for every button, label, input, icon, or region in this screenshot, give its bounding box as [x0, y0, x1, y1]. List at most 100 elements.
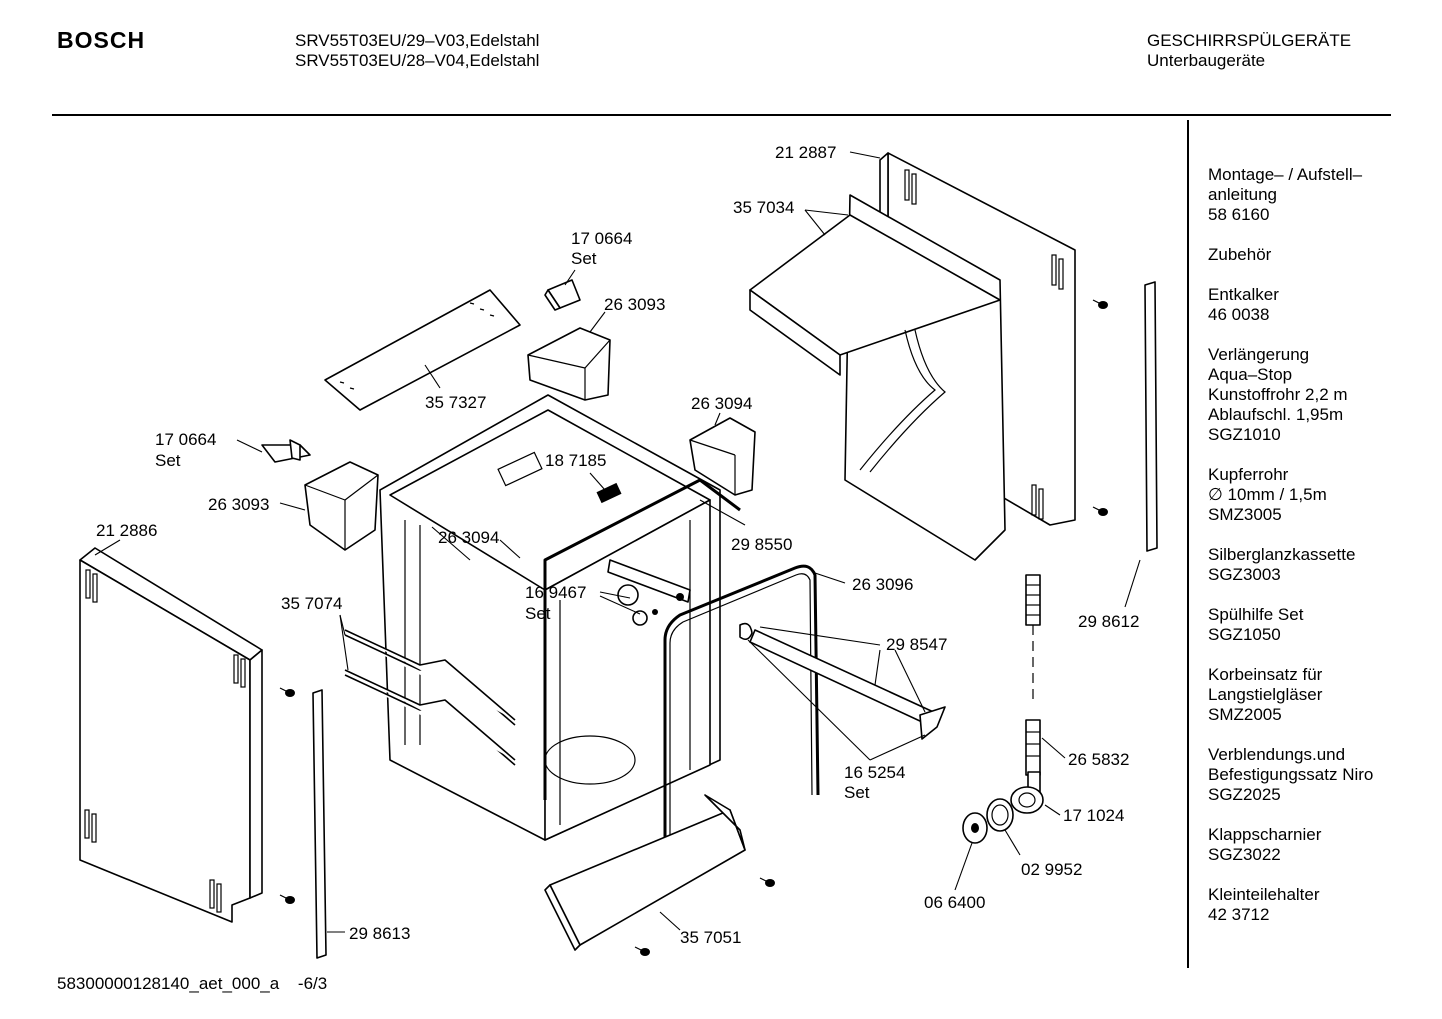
screw-icon [1092, 299, 1108, 309]
leader-lines [94, 151, 1141, 933]
sidebar-line: Korbeinsatz für [1208, 665, 1323, 684]
part-label: 29 8547 [886, 635, 947, 654]
part-label: 21 2886 [96, 521, 157, 540]
brand-logo: BOSCH [57, 27, 146, 53]
mounting-block-top [527, 327, 611, 401]
sidebar-item-silver-cassette: Silberglanzkassette SGZ3003 [1208, 545, 1433, 585]
screw-icon [759, 877, 775, 887]
hose-connector [1010, 771, 1044, 814]
part-label: 26 3094 [438, 528, 499, 547]
sidebar-line: Langstielgläser [1208, 685, 1323, 704]
sidebar-line: Kleinteilehalter [1208, 885, 1320, 904]
mounting-block-left [304, 461, 379, 551]
sidebar-line: 58 6160 [1208, 205, 1270, 224]
sidebar-line: Zubehör [1208, 245, 1272, 264]
sidebar-line: Montage– / Aufstell– [1208, 165, 1363, 184]
sidebar-line: Befestigungssatz Niro [1208, 765, 1374, 784]
sidebar-line: 42 3712 [1208, 905, 1270, 924]
part-label: 21 2887 [775, 143, 836, 162]
door-seal [663, 564, 820, 888]
part-label: 06 6400 [924, 893, 985, 912]
sidebar-item-small-parts-holder: Kleinteilehalter 42 3712 [1208, 885, 1433, 925]
screw-icon [279, 894, 295, 904]
part-label: 26 3096 [852, 575, 913, 594]
sidebar-line: SGZ2025 [1208, 785, 1281, 804]
sidebar-line: SGZ1050 [1208, 625, 1281, 644]
part-label: 35 7327 [425, 393, 486, 412]
model-line: SRV55T03EU/28–V04,Edelstahl [295, 51, 540, 70]
sidebar-item-rinse-aid: Spülhilfe Set SGZ1050 [1208, 605, 1433, 645]
sidebar-item-accessories-heading: Zubehör [1208, 245, 1433, 265]
sidebar-line: Silberglanzkassette [1208, 545, 1356, 564]
sidebar-item-descaler: Entkalker 46 0038 [1208, 285, 1433, 325]
model-list: SRV55T03EU/29–V03,Edelstahl SRV55T03EU/2… [295, 31, 539, 71]
sidebar-line: Verblendungs.und [1208, 745, 1346, 764]
part-label: 26 3093 [208, 495, 269, 514]
sidebar-item-hinge: Klappscharnier SGZ3022 [1208, 825, 1433, 865]
sidebar-line: Ablaufschl. 1,95m [1208, 405, 1344, 424]
part-label: 35 7034 [733, 198, 794, 217]
part-label: 18 7185 [545, 451, 606, 470]
part-label: 17 1024 [1063, 806, 1124, 825]
insulation-cover [749, 194, 1006, 561]
part-label: 35 7051 [680, 928, 741, 947]
sidebar-line: Entkalker [1208, 285, 1279, 304]
sidebar-divider [1187, 120, 1189, 968]
sidebar-item-glass-basket: Korbeinsatz für Langstielgläser SMZ2005 [1208, 665, 1433, 725]
part-label: 17 0664 [571, 229, 632, 248]
sidebar-line: Spülhilfe Set [1208, 605, 1304, 624]
sidebar-line: SMZ2005 [1208, 705, 1282, 724]
sidebar-line: Klappscharnier [1208, 825, 1322, 844]
sidebar-line: Verlängerung [1208, 345, 1310, 364]
part-label: 17 0664 [155, 430, 216, 449]
top-cover-plate [324, 289, 521, 411]
category-line: GESCHIRRSPÜLGERÄTE [1147, 31, 1352, 50]
part-label-sub: Set [155, 451, 181, 470]
part-label: 35 7074 [281, 594, 342, 613]
inlet-hose [1025, 574, 1041, 776]
side-block-right [689, 417, 756, 496]
sidebar-line: Kunstoffrohr 2,2 m [1208, 385, 1348, 404]
model-line: SRV55T03EU/29–V03,Edelstahl [295, 31, 540, 50]
part-label: 02 9952 [1021, 860, 1082, 879]
part-label: 29 8612 [1078, 612, 1139, 631]
guide-rail-lower [344, 669, 516, 766]
category-title: GESCHIRRSPÜLGERÄTE Unterbaugeräte [1147, 31, 1351, 71]
side-trim-left [312, 689, 327, 959]
base-plinth [544, 794, 746, 951]
side-panel-left [79, 547, 263, 923]
sidebar-line: Aqua–Stop [1208, 365, 1293, 384]
exploded-view-diagram: 21 2887 35 7034 17 0664 Set 26 3093 35 7… [79, 143, 1158, 959]
sidebar-item-panel-kit: Verblendungs.und Befestigungssatz Niro S… [1208, 745, 1433, 805]
hinge-bracket-top [544, 279, 581, 311]
part-label: 26 3093 [604, 295, 665, 314]
part-label: 16 9467 [525, 583, 586, 602]
part-label: 26 3094 [691, 394, 752, 413]
sidebar-line: SMZ3005 [1208, 505, 1282, 524]
guide-rail-upper [344, 629, 516, 726]
seal-ring-icon [986, 798, 1014, 832]
sidebar-line: SGZ3022 [1208, 845, 1281, 864]
sidebar-line: Kupferrohr [1208, 465, 1289, 484]
footer: 58300000128140_aet_000_a -6/3 [57, 974, 327, 994]
sidebar-item-copper-pipe: Kupferrohr ∅ 10mm / 1,5m SMZ3005 [1208, 465, 1433, 525]
side-trim-right [1144, 281, 1158, 552]
sidebar-item-manual: Montage– / Aufstell– anleitung 58 6160 [1208, 165, 1433, 225]
sidebar-item-extension: Verlängerung Aqua–Stop Kunstoffrohr 2,2 … [1208, 345, 1433, 445]
sidebar-line: 46 0038 [1208, 305, 1270, 324]
accessories-sidebar: Montage– / Aufstell– anleitung 58 6160 Z… [1208, 165, 1433, 945]
spray-arm-assembly [607, 559, 691, 626]
part-label-sub: Set [525, 604, 551, 623]
part-label: 29 8550 [731, 535, 792, 554]
screw-icon [279, 687, 295, 697]
part-label: 29 8613 [349, 924, 410, 943]
part-label-sub: Set [844, 783, 870, 802]
document-id: 58300000128140_aet_000_a [57, 974, 280, 993]
sieve-ring-icon [962, 812, 988, 844]
part-label: 26 5832 [1068, 750, 1129, 769]
hinge-bracket-left [261, 439, 311, 463]
sidebar-line: SGZ1010 [1208, 425, 1281, 444]
part-labels: 21 2887 35 7034 17 0664 Set 26 3093 35 7… [96, 143, 1139, 947]
basket-rail [739, 622, 946, 740]
part-label-sub: Set [571, 249, 597, 268]
